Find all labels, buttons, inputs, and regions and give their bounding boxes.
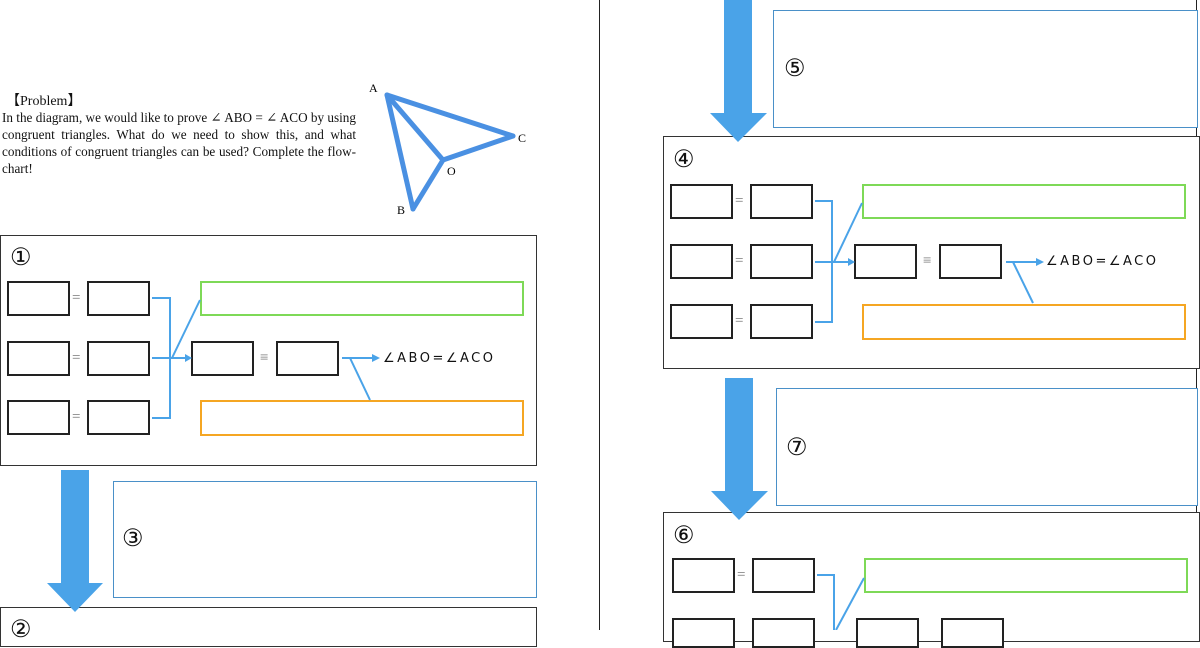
problem-text: In the diagram, we would like to prove ∠…	[2, 110, 356, 176]
flowchart-connectors	[47, 0, 1044, 630]
answer-box-4d[interactable]	[750, 244, 813, 279]
answer-box-1c[interactable]	[7, 341, 70, 376]
corresponding-parts-box-4[interactable]	[862, 304, 1186, 340]
step-number-6: ⑥	[673, 523, 695, 549]
link-to-reason-4	[1012, 261, 1034, 304]
answer-box-1a[interactable]	[7, 281, 70, 316]
equal-sign: =	[737, 567, 746, 583]
equal-sign: =	[72, 290, 81, 306]
congruence-condition-box-6[interactable]	[864, 558, 1188, 593]
step-number-1: ①	[10, 245, 32, 271]
answer-box-1b[interactable]	[87, 281, 150, 316]
link-to-condition-6	[835, 577, 865, 630]
congruence-condition-box-1[interactable]	[200, 281, 524, 316]
point-label-c: C	[518, 131, 526, 145]
link-to-condition-1	[171, 299, 201, 359]
step-number-3: ③	[122, 526, 144, 552]
down-arrows	[47, 0, 768, 612]
triangle-box-1b[interactable]	[276, 341, 339, 376]
link-to-condition-4	[833, 202, 863, 263]
answer-box-1d[interactable]	[87, 341, 150, 376]
equal-sign: =	[72, 409, 81, 425]
segment-co	[440, 133, 516, 163]
page-divider-left	[599, 0, 600, 630]
segment-bo	[410, 157, 446, 212]
congruence-condition-box-4[interactable]	[862, 184, 1186, 219]
down-arrow-icon	[47, 470, 103, 612]
answer-box-4c[interactable]	[670, 244, 733, 279]
equal-sign: =	[735, 193, 744, 209]
problem-title: 【Problem】	[6, 94, 82, 109]
link-to-reason-1	[349, 357, 371, 401]
conclusion-text-1: ∠ABO=∠ACO	[383, 351, 496, 366]
triangle-box-1a[interactable]	[191, 341, 254, 376]
note-box-7[interactable]	[776, 388, 1198, 506]
answer-box-4b[interactable]	[750, 184, 813, 219]
step-number-5: ⑤	[784, 56, 806, 82]
conclusion-text-4: ∠ABO=∠ACO	[1046, 254, 1159, 269]
triangle-box-4b[interactable]	[939, 244, 1002, 279]
step-number-7: ⑦	[786, 435, 808, 461]
answer-box-1e[interactable]	[7, 400, 70, 435]
down-arrow-icon	[711, 378, 768, 520]
segment-ac	[384, 92, 516, 139]
answer-box-4e[interactable]	[670, 304, 733, 339]
segment-ao	[384, 92, 446, 163]
segment-ab	[384, 92, 416, 212]
down-arrow-icon	[710, 0, 767, 142]
answer-box-4f[interactable]	[750, 304, 813, 339]
answer-box-4a[interactable]	[670, 184, 733, 219]
triangle-box-4a[interactable]	[854, 244, 917, 279]
congruent-sign: ≡	[260, 350, 269, 366]
bracket-panel-6	[817, 574, 835, 630]
answer-box-6a[interactable]	[672, 558, 735, 593]
point-label-a: A	[369, 81, 378, 95]
point-label-b: B	[397, 203, 405, 217]
congruent-sign: ≡	[923, 253, 932, 269]
equal-sign: =	[72, 350, 81, 366]
step-number-4: ④	[673, 147, 695, 173]
note-box-3[interactable]	[113, 481, 537, 598]
equal-sign: =	[735, 313, 744, 329]
point-label-o: O	[447, 164, 456, 178]
answer-box-1f[interactable]	[87, 400, 150, 435]
note-box-5[interactable]	[773, 10, 1198, 128]
answer-box-6b[interactable]	[752, 558, 815, 593]
corresponding-parts-box-1[interactable]	[200, 400, 524, 436]
triangle-diagram: A C O B	[369, 81, 526, 217]
equal-sign: =	[735, 253, 744, 269]
